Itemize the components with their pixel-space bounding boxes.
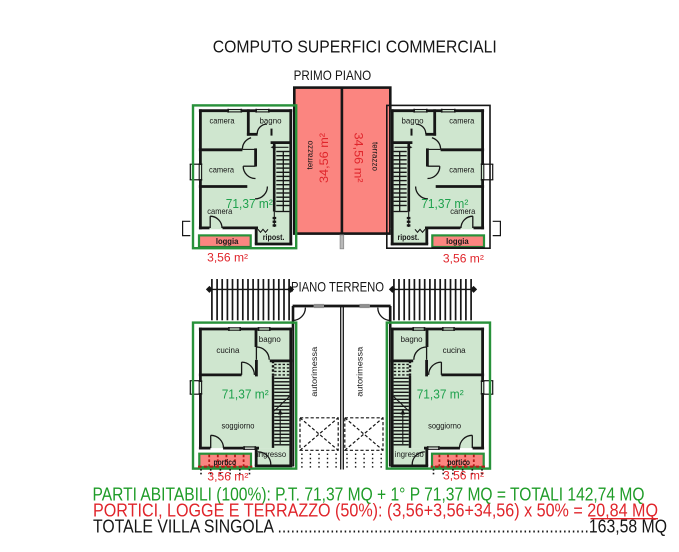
svg-text:loggia: loggia	[216, 237, 239, 246]
svg-text:TOTALE VILLA SINGOLA .........: TOTALE VILLA SINGOLA ...................…	[93, 515, 667, 536]
svg-text:portico: portico	[447, 458, 470, 467]
svg-text:3,56 m²: 3,56 m²	[443, 253, 484, 265]
svg-text:71,37 m²: 71,37 m²	[421, 196, 469, 211]
svg-text:PIANO TERRENO: PIANO TERRENO	[291, 279, 384, 294]
svg-text:camera: camera	[449, 164, 474, 174]
svg-text:portico: portico	[214, 458, 237, 467]
svg-text:71,37 m²: 71,37 m²	[226, 196, 274, 211]
svg-text:PARTI ABITABILI (100%): P.T. 7: PARTI ABITABILI (100%): P.T. 71,37 MQ + …	[93, 483, 645, 504]
svg-text:bagno: bagno	[401, 334, 423, 344]
svg-text:PORTICI, LOGGE E TERRAZZO (50%: PORTICI, LOGGE E TERRAZZO (50%): (3,56+3…	[93, 499, 658, 520]
svg-text:71,37 m²: 71,37 m²	[417, 386, 465, 401]
svg-text:34,56 m²: 34,56 m²	[352, 133, 366, 183]
svg-text:3,56 m²: 3,56 m²	[207, 472, 248, 484]
svg-text:autorimessa: autorimessa	[354, 347, 364, 397]
svg-text:autorimessa: autorimessa	[309, 347, 319, 397]
svg-text:camera: camera	[450, 206, 475, 216]
svg-text:PRIMO PIANO: PRIMO PIANO	[294, 68, 372, 83]
svg-text:34,56 m²: 34,56 m²	[317, 133, 331, 183]
svg-text:3,56 m²: 3,56 m²	[443, 471, 484, 483]
svg-text:camera: camera	[209, 164, 234, 174]
svg-text:soggiorno: soggiorno	[428, 420, 461, 430]
svg-text:ingresso: ingresso	[257, 449, 286, 459]
svg-text:camera: camera	[210, 116, 235, 126]
svg-text:ripost.: ripost.	[263, 233, 285, 242]
svg-text:terrazzo: terrazzo	[305, 140, 314, 170]
svg-text:loggia: loggia	[446, 237, 469, 246]
svg-text:camera: camera	[449, 116, 474, 126]
svg-text:cucina: cucina	[443, 345, 466, 355]
svg-text:soggiorno: soggiorno	[222, 420, 255, 430]
svg-text:cucina: cucina	[216, 345, 239, 355]
svg-text:3,56 m²: 3,56 m²	[207, 253, 248, 265]
svg-text:bagno: bagno	[260, 116, 282, 126]
svg-text:terrazzo: terrazzo	[371, 142, 380, 172]
svg-text:ingresso: ingresso	[395, 449, 424, 459]
svg-text:71,37 m²: 71,37 m²	[222, 386, 270, 401]
svg-text:ripost.: ripost.	[397, 233, 419, 242]
svg-text:COMPUTO SUPERFICI COMMERCIALI: COMPUTO SUPERFICI COMMERCIALI	[213, 37, 497, 57]
svg-text:camera: camera	[207, 206, 232, 216]
svg-text:bagno: bagno	[402, 116, 424, 126]
svg-text:bagno: bagno	[259, 334, 281, 344]
